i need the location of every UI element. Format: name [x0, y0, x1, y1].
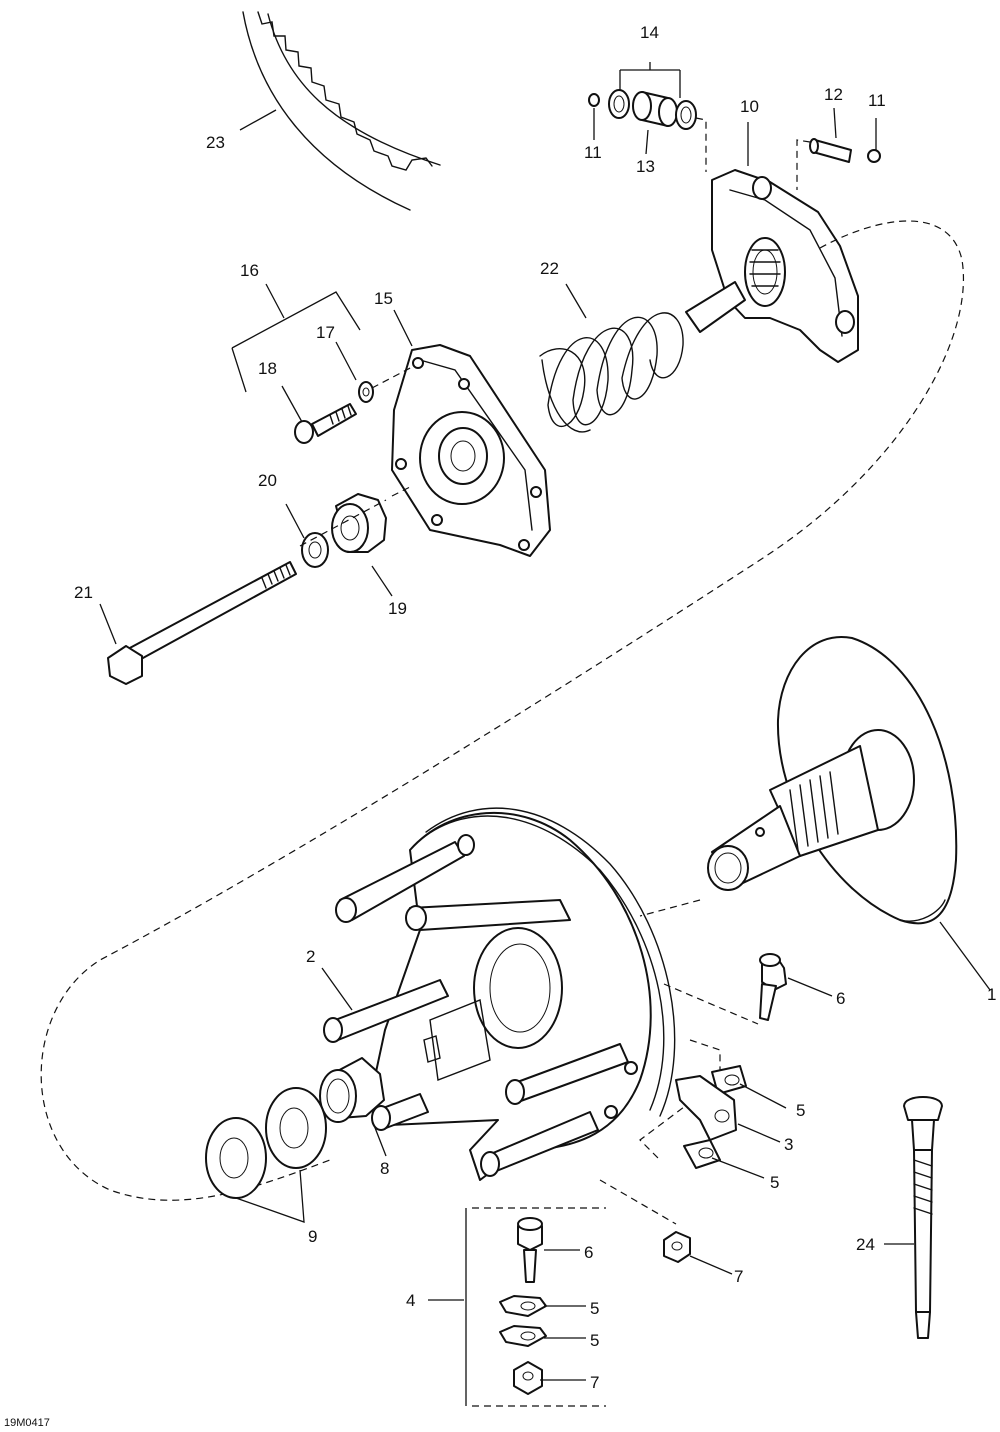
slider-shoe-bracket — [639, 1039, 747, 1169]
callout-label: 15 — [374, 289, 393, 308]
callout-label: 11 — [584, 143, 602, 162]
movable-sheave — [323, 807, 676, 1181]
cover-plate — [391, 344, 551, 557]
callout-label: 17 — [316, 323, 335, 342]
callout-label: 7 — [734, 1267, 743, 1286]
spider-cam — [685, 169, 859, 363]
callout-label: 12 — [824, 85, 843, 104]
callout-label: 14 — [640, 23, 659, 42]
callout-label: 1 — [987, 985, 996, 1004]
roller-assembly — [588, 89, 707, 172]
screw-upper — [663, 953, 787, 1025]
callout-label: 5 — [770, 1173, 779, 1192]
spring — [539, 312, 684, 433]
bushing-and-shims — [205, 1057, 385, 1199]
callout-label: 4 — [406, 1291, 415, 1310]
callout-label: 3 — [784, 1135, 793, 1154]
callout-label: 16 — [240, 261, 259, 280]
callout-label: 13 — [636, 157, 655, 176]
callout-label: 5 — [590, 1299, 599, 1318]
hardware-kit — [465, 1207, 606, 1407]
callout-label: 23 — [206, 133, 225, 152]
callout-labels: 1 2 3 4 5 5 5 5 6 6 7 7 8 9 10 11 11 12 … — [74, 23, 996, 1392]
figure-id: 19M0417 — [4, 1417, 50, 1429]
callout-label: 22 — [540, 259, 559, 278]
callout-label: 21 — [74, 583, 93, 602]
long-bolt — [903, 1096, 943, 1339]
fixed-sheave — [639, 635, 958, 925]
leader-lines — [99, 62, 991, 1381]
pin — [796, 138, 881, 190]
callout-label: 6 — [584, 1243, 593, 1262]
callout-label: 9 — [308, 1227, 317, 1246]
callout-label: 2 — [306, 947, 315, 966]
washer-and-screw — [294, 365, 415, 444]
callout-label: 6 — [836, 989, 845, 1008]
callout-label: 19 — [388, 599, 407, 618]
callout-label: 18 — [258, 359, 277, 378]
callout-label: 5 — [796, 1101, 805, 1120]
bolt-assembly — [107, 485, 413, 685]
assembly-outline — [40, 220, 964, 1201]
callout-label: 24 — [856, 1235, 875, 1254]
callout-label: 7 — [590, 1373, 599, 1392]
callout-label: 10 — [740, 97, 759, 116]
callout-label: 8 — [380, 1159, 389, 1178]
callout-label: 20 — [258, 471, 277, 490]
drive-belt — [242, 11, 441, 211]
callout-label: 11 — [868, 91, 886, 110]
callout-label: 5 — [590, 1331, 599, 1350]
nut-lower-right — [599, 1179, 691, 1263]
